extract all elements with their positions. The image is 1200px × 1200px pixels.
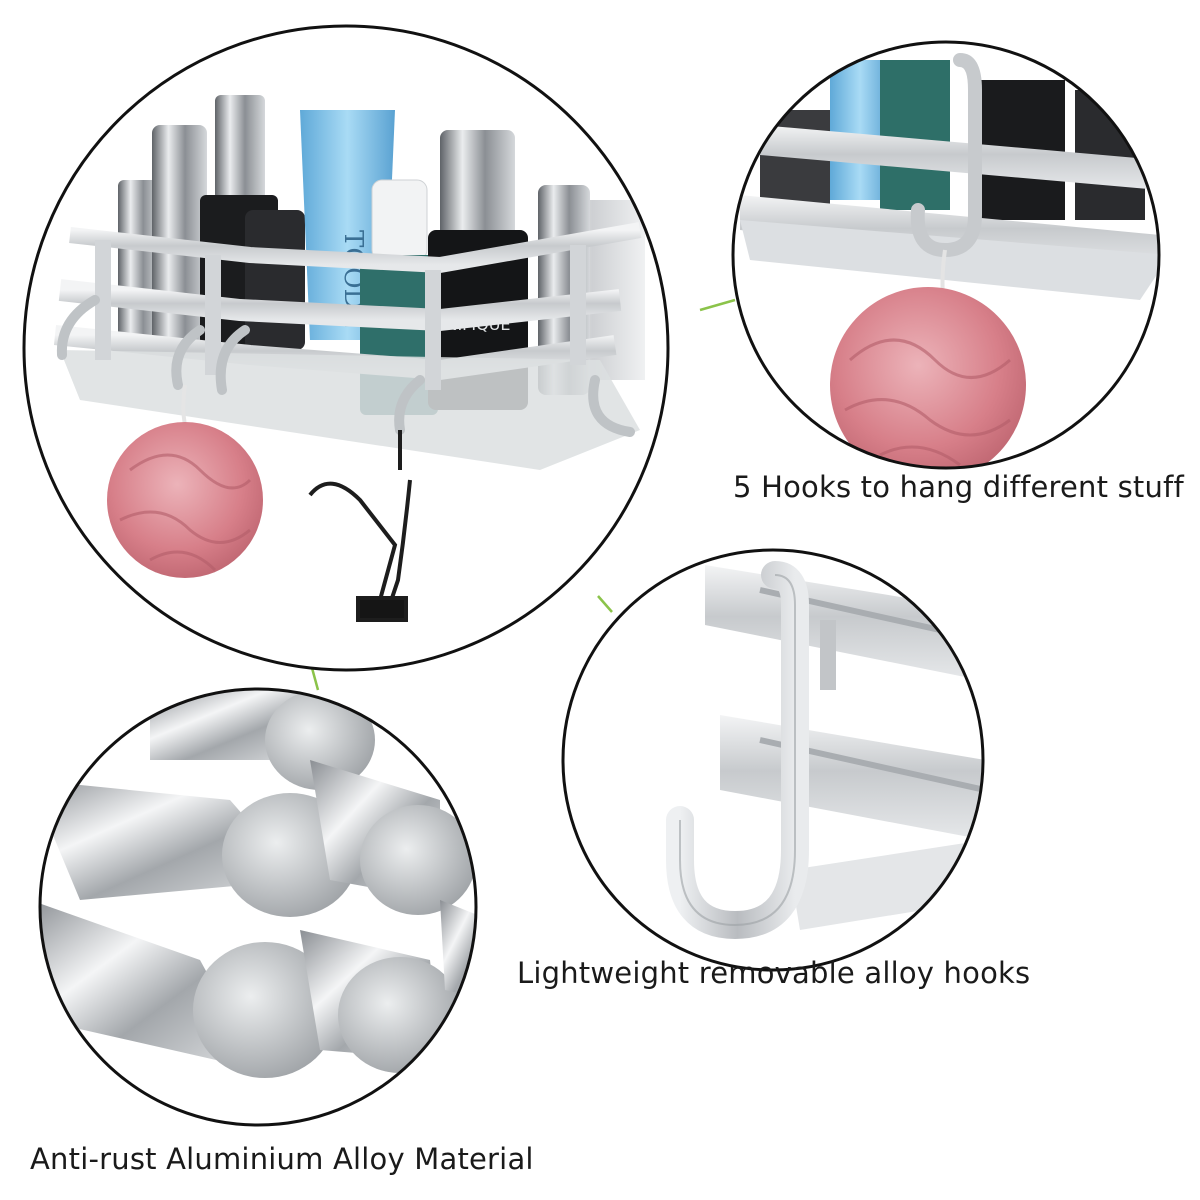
hook-detail-circle-outline (731, 40, 1161, 470)
alloy-hook-circle-outline (561, 548, 985, 972)
shelf-circle-outline (22, 24, 670, 672)
shelf-hooks (56, 295, 635, 437)
connector-lines (310, 298, 736, 691)
shelf-circle: TCODE NIFIQUE (24, 26, 668, 670)
alloy-hook-circle (563, 550, 983, 970)
pink-loofah (107, 422, 263, 578)
caption-lightweight-hooks: Lightweight removable alloy hooks (517, 956, 1031, 990)
aluminium-rods-circle (40, 689, 476, 1125)
eyelash-curler (308, 430, 412, 622)
caption-anti-rust-material: Anti-rust Aluminium Alloy Material (30, 1142, 534, 1176)
aluminium-rods-circle-outline (38, 687, 478, 1127)
aluminium-shelf-basket (53, 222, 642, 470)
aluminium-rods (40, 690, 476, 1078)
pink-loofah-closeup (830, 287, 1026, 468)
hook-detail-circle (733, 42, 1159, 468)
caption-five-hooks: 5 Hooks to hang different stuff (733, 470, 1184, 504)
